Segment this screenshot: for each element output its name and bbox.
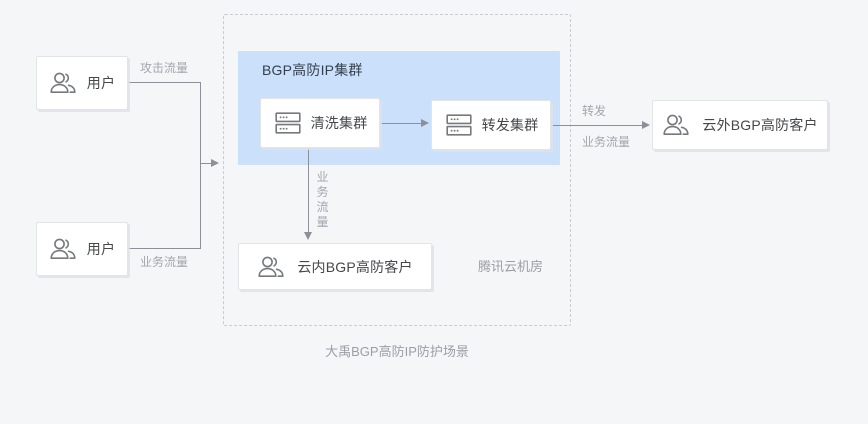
datacenter-region xyxy=(223,14,571,326)
edge-trunk-to-datacenter xyxy=(200,163,212,164)
arrowhead-scrubbing-to-forwarding xyxy=(421,119,429,127)
bgp-cluster-title: BGP高防IP集群 xyxy=(262,62,363,78)
edge-label-attack-traffic: 攻击流量 xyxy=(140,61,189,75)
users-icon xyxy=(49,71,77,95)
edge-label-business-traffic-right: 业务流量 xyxy=(582,135,631,149)
edge-label-business-traffic-down: 业务流量 xyxy=(316,170,329,229)
datacenter-region-label: 腾讯云机房 xyxy=(478,259,544,274)
edge-user-bottom-to-trunk xyxy=(128,248,201,249)
node-user-bottom[interactable]: 用户 xyxy=(36,222,128,276)
server-icon xyxy=(273,108,303,138)
node-out-cloud-customer-label: 云外BGP高防客户 xyxy=(702,117,818,133)
node-in-cloud-customer[interactable]: 云内BGP高防客户 xyxy=(238,243,432,290)
node-in-cloud-customer-label: 云内BGP高防客户 xyxy=(297,258,413,275)
edge-forwarding-to-outcloud xyxy=(551,125,643,126)
node-user-top[interactable]: 用户 xyxy=(36,56,128,110)
users-icon xyxy=(662,113,690,137)
node-user-top-label: 用户 xyxy=(86,75,116,91)
edge-scrubbing-to-incloud xyxy=(308,147,309,233)
edge-label-forward: 转发 xyxy=(582,104,607,118)
node-out-cloud-customer[interactable]: 云外BGP高防客户 xyxy=(652,100,828,150)
users-icon xyxy=(257,255,285,279)
edge-user-top-to-trunk xyxy=(128,82,201,83)
diagram-caption-text: 大禹BGP高防IP防护场景 xyxy=(325,344,469,359)
server-icon xyxy=(444,110,474,140)
arrowhead-trunk-to-datacenter xyxy=(211,159,219,167)
node-scrubbing-cluster-label: 清洗集群 xyxy=(310,115,368,131)
arrowhead-forwarding-to-outcloud xyxy=(642,121,650,129)
node-forwarding-cluster-label: 转发集群 xyxy=(481,117,539,133)
edge-user-trunk xyxy=(200,82,201,249)
node-forwarding-cluster[interactable]: 转发集群 xyxy=(431,100,551,150)
node-user-bottom-label: 用户 xyxy=(86,241,116,257)
diagram-caption: 大禹BGP高防IP防护场景 xyxy=(0,341,868,360)
arrowhead-scrubbing-to-incloud xyxy=(304,232,312,240)
edge-label-business-traffic-left: 业务流量 xyxy=(140,255,189,269)
edge-scrubbing-to-forwarding xyxy=(380,123,422,124)
users-icon xyxy=(49,237,77,261)
node-scrubbing-cluster[interactable]: 清洗集群 xyxy=(260,98,380,148)
